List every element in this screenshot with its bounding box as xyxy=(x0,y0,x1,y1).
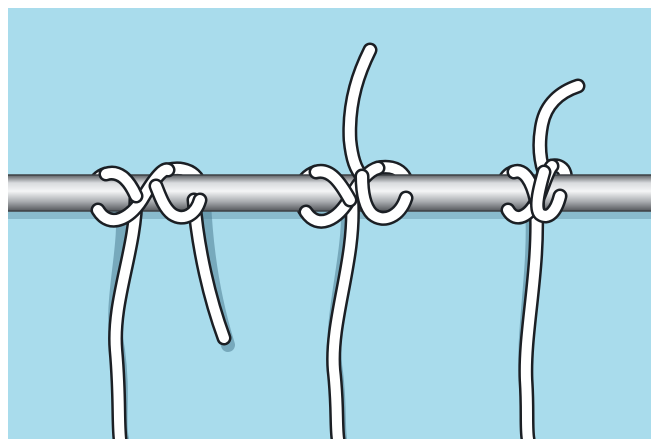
knot-diagram xyxy=(0,0,659,439)
knot-illustration xyxy=(0,0,659,439)
